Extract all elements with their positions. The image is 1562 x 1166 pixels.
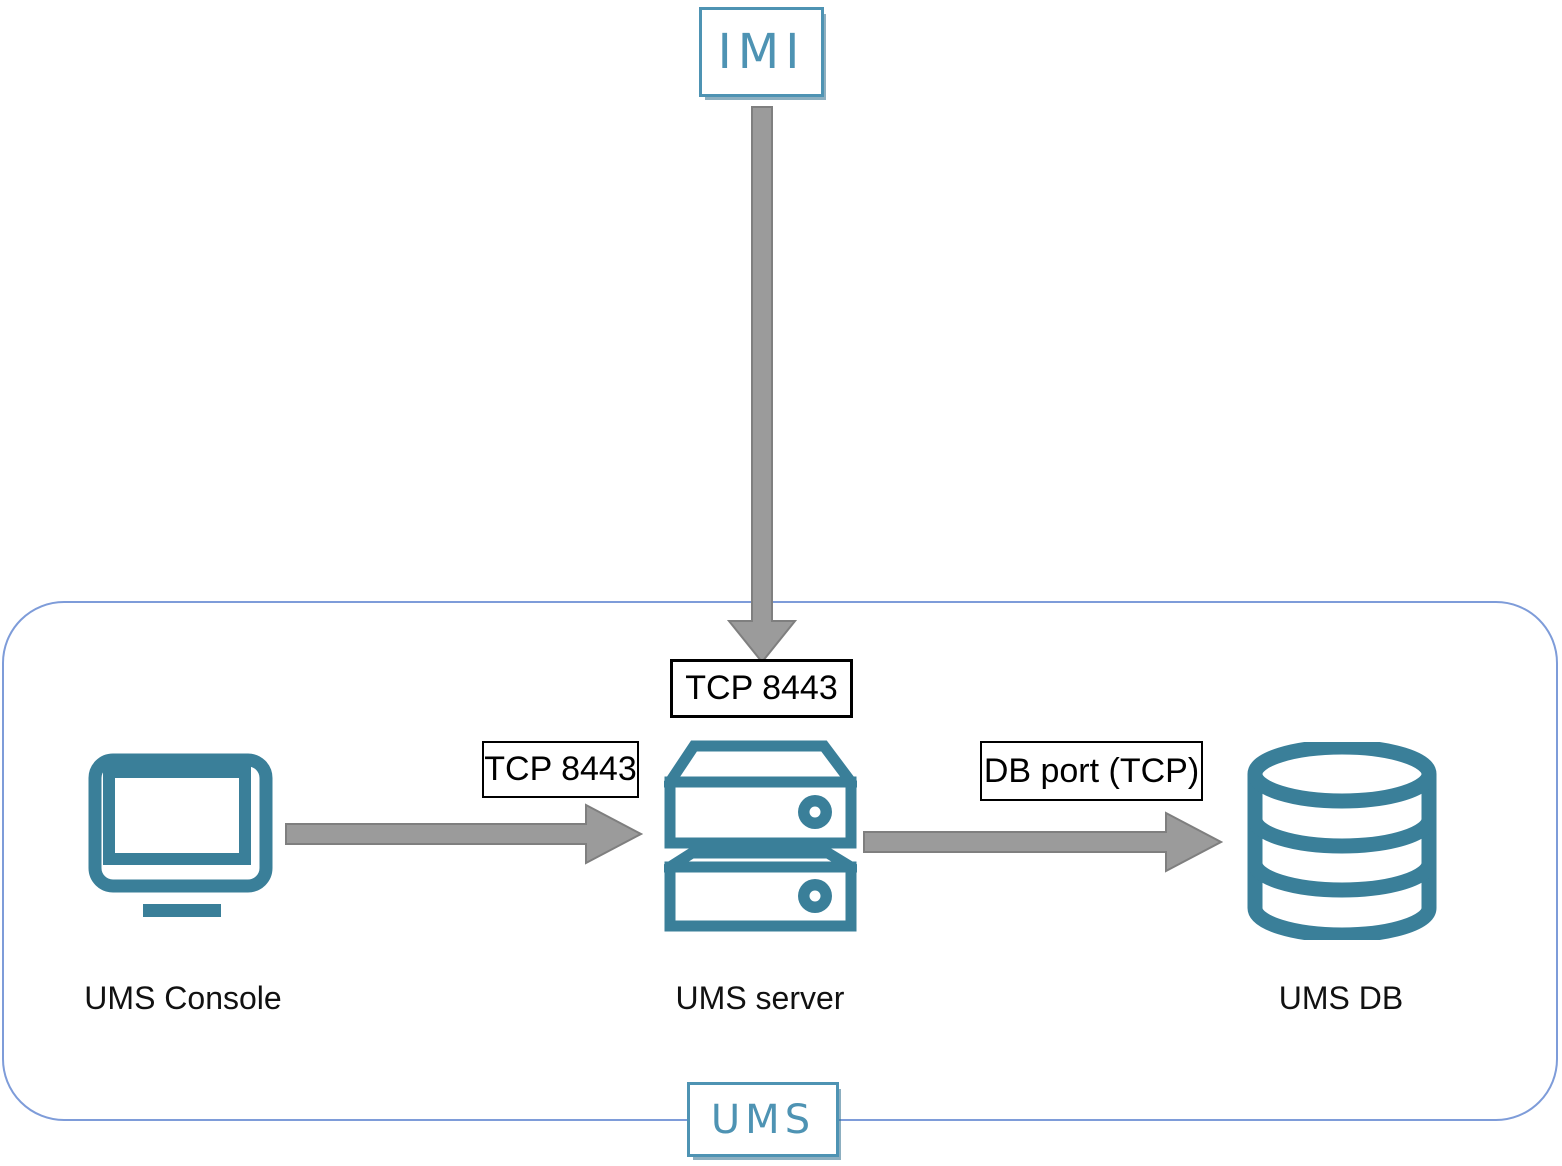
- arrow-console-to-server-icon: [285, 803, 643, 865]
- imi-node: IMI: [699, 7, 824, 97]
- port-label-console-to-server: TCP 8443: [482, 741, 639, 798]
- imi-label: IMI: [717, 24, 806, 80]
- port-label-text: DB port (TCP): [983, 751, 1200, 790]
- port-label-text: TCP 8443: [685, 669, 838, 707]
- server-node-label: UMS server: [675, 980, 845, 1016]
- console-node-label: UMS Console: [84, 980, 282, 1016]
- port-label-text: TCP 8443: [484, 750, 637, 788]
- server-icon: [664, 740, 857, 932]
- ums-group-label: UMS: [710, 1096, 816, 1143]
- port-label-imi-to-server: TCP 8443: [670, 659, 853, 718]
- database-icon: [1247, 742, 1437, 940]
- db-node-label: UMS DB: [1278, 980, 1404, 1016]
- monitor-icon: [88, 753, 273, 917]
- arrow-imi-to-server-icon: [726, 106, 798, 664]
- ums-group-tag: UMS: [687, 1082, 839, 1157]
- arrow-server-to-db-icon: [863, 811, 1223, 873]
- port-label-server-to-db: DB port (TCP): [980, 741, 1203, 801]
